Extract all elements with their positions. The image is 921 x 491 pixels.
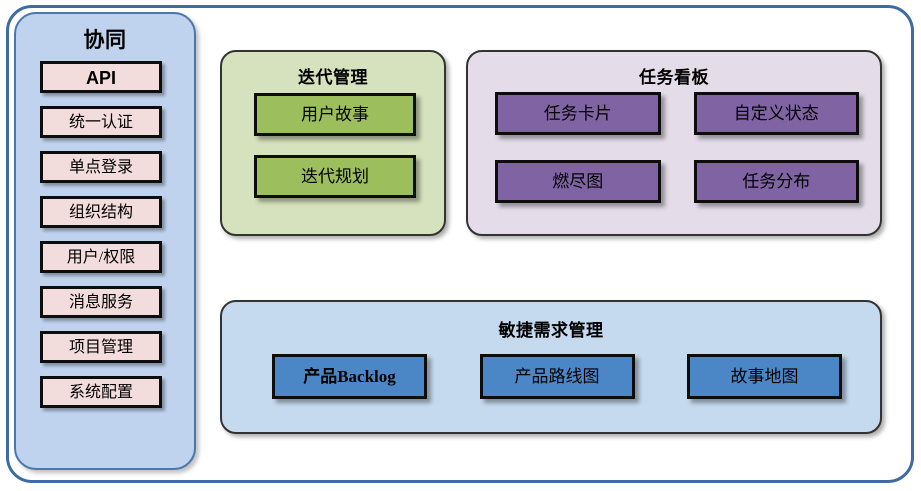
agile-item-product-roadmap[interactable]: 产品路线图 <box>479 354 635 399</box>
agile-item-product-backlog[interactable]: 产品Backlog <box>272 354 427 399</box>
panel-agile-title: 敏捷需求管理 <box>498 321 604 340</box>
agile-item-story-map[interactable]: 故事地图 <box>687 354 842 399</box>
sidebar-item-project-management[interactable]: 项目管理 <box>40 331 162 363</box>
outer-frame-border <box>6 5 914 483</box>
panel-collaboration-title: 协同 <box>83 29 127 52</box>
iteration-item-user-story[interactable]: 用户故事 <box>254 93 416 136</box>
task-board-item-task-distribution[interactable]: 任务分布 <box>693 160 859 203</box>
panel-task-board[interactable]: 任务看板 任务卡片 自定义状态 燃尽图 任务分布 <box>466 50 882 236</box>
panel-task-board-title: 任务看板 <box>639 68 709 87</box>
task-board-item-task-card[interactable]: 任务卡片 <box>495 92 661 135</box>
panel-iteration-management[interactable]: 迭代管理 用户故事 迭代规划 <box>220 50 446 236</box>
sidebar-item-unified-auth[interactable]: 统一认证 <box>40 106 162 138</box>
task-board-item-grid: 任务卡片 自定义状态 燃尽图 任务分布 <box>495 92 859 203</box>
sidebar-item-message-service[interactable]: 消息服务 <box>40 286 162 318</box>
iteration-item-iteration-planning[interactable]: 迭代规划 <box>254 155 416 198</box>
sidebar-item-single-sign-on[interactable]: 单点登录 <box>40 151 162 183</box>
sidebar-item-user-permission[interactable]: 用户/权限 <box>40 241 162 273</box>
panel-collaboration[interactable]: 协同 API 统一认证 单点登录 组织结构 用户/权限 消息服务 项目管理 系统… <box>14 12 196 470</box>
agile-item-list: 产品Backlog 产品路线图 故事地图 <box>272 354 842 399</box>
task-board-item-burndown-chart[interactable]: 燃尽图 <box>495 160 661 203</box>
panel-agile-requirement-management[interactable]: 敏捷需求管理 产品Backlog 产品路线图 故事地图 <box>220 300 882 434</box>
sidebar-item-system-config[interactable]: 系统配置 <box>40 376 162 408</box>
collaboration-item-list: API 统一认证 单点登录 组织结构 用户/权限 消息服务 项目管理 系统配置 <box>40 61 174 421</box>
sidebar-item-api[interactable]: API <box>40 61 162 93</box>
task-board-item-custom-status[interactable]: 自定义状态 <box>693 92 859 135</box>
iteration-item-list: 用户故事 迭代规划 <box>254 93 416 217</box>
panel-iteration-title: 迭代管理 <box>298 68 368 87</box>
sidebar-item-org-structure[interactable]: 组织结构 <box>40 196 162 228</box>
